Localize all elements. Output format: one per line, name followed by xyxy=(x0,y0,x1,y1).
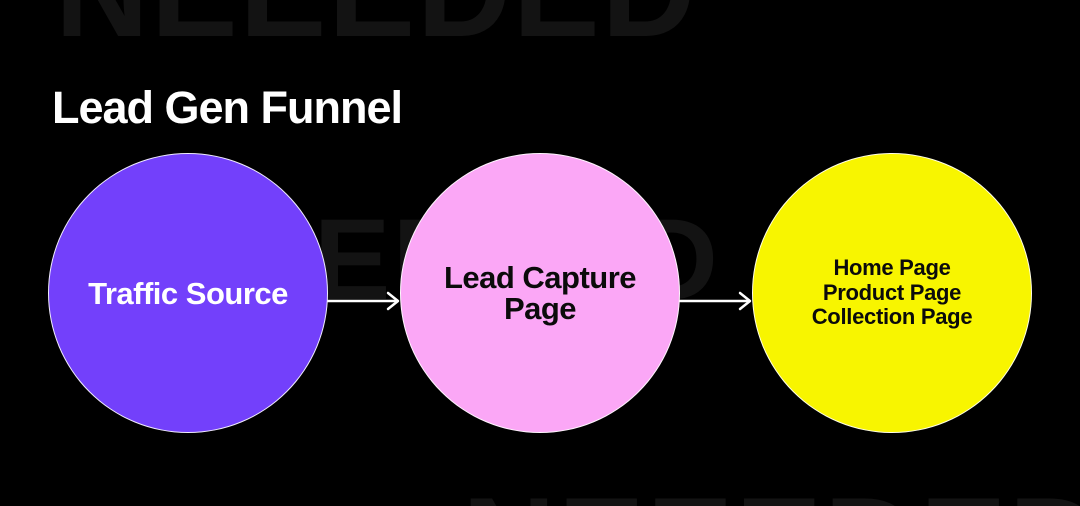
funnel-node-label: Lead Capture xyxy=(443,260,637,295)
funnel-node-lead-capture-page: Lead Capture Page xyxy=(400,153,680,433)
funnel-node-label: Product Page xyxy=(822,279,962,305)
watermark-text-top: NEEEDED xyxy=(55,0,697,56)
funnel-node-label: Page xyxy=(503,291,577,326)
funnel-node-label: Home Page xyxy=(833,255,951,281)
watermark-text-bottom: NEEEDED xyxy=(462,478,1080,506)
funnel-node-destination-pages: Home Page Product Page Collection Page xyxy=(752,153,1032,433)
funnel-node-label: Traffic Source xyxy=(88,275,288,311)
funnel-node-label: Collection Page xyxy=(811,304,973,330)
funnel-node-traffic-source: Traffic Source xyxy=(48,153,328,433)
page-title: Lead Gen Funnel xyxy=(52,82,403,134)
